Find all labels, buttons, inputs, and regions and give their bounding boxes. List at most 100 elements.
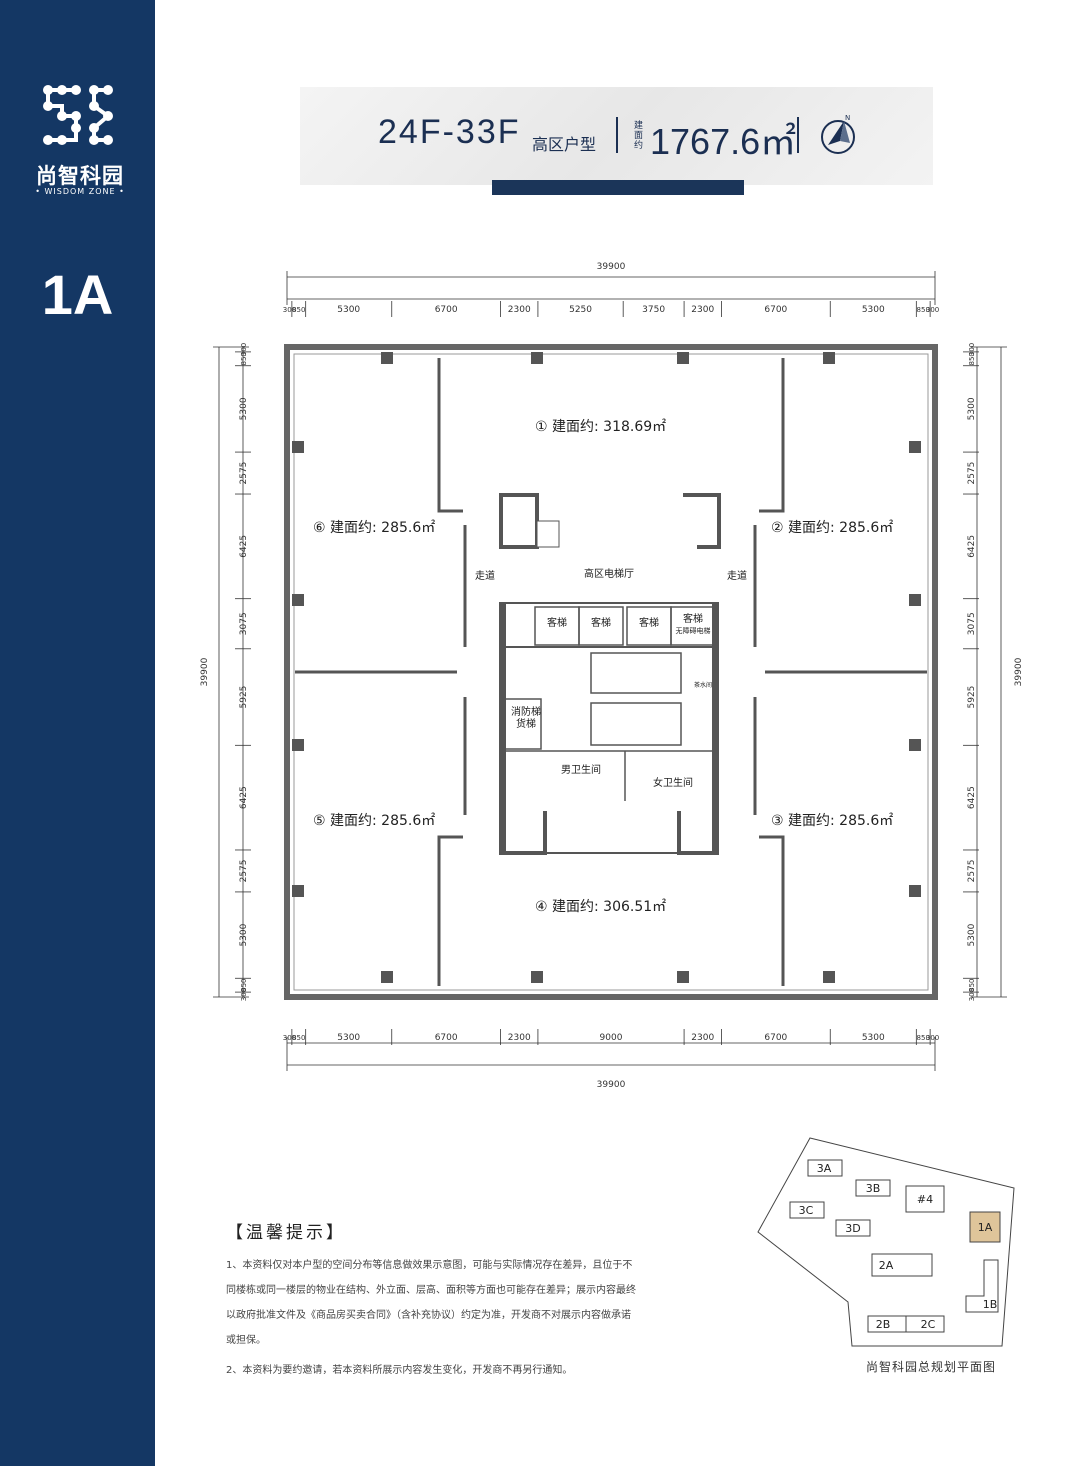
dim-bottom-0: 300 — [283, 1034, 296, 1042]
dim-right-0: 300 — [968, 343, 976, 356]
site-building-2c: 2C — [905, 1315, 945, 1333]
dim-top-7: 2300 — [691, 305, 714, 315]
compass-north-label: N — [845, 115, 850, 122]
area-label: 建面约 — [634, 121, 644, 151]
site-building-3b: 3B — [855, 1179, 891, 1197]
structural-column — [381, 352, 393, 364]
structural-column — [292, 441, 304, 453]
structural-column — [292, 739, 304, 751]
dim-top-6: 3750 — [642, 305, 665, 315]
unit-5-label: ⑤ 建面约: 285.6㎡ — [313, 813, 435, 829]
dim-right-8: 2575 — [967, 859, 977, 882]
building-code: 1A — [41, 263, 114, 326]
note-item: 1、本资料仅对本户型的空间分布等信息做效果示意图，可能与实际情况存在差异，且位于… — [226, 1260, 636, 1346]
structural-column — [292, 885, 304, 897]
womens-restroom-label: 女卫生间 — [653, 776, 693, 789]
dim-right-11: 300 — [968, 988, 976, 1001]
note-item: 2、本资料为要约邀请，若本资料所展示内容发生变化，开发商不再另行通知。 — [226, 1365, 573, 1376]
dim-top-1: 850 — [292, 306, 305, 314]
dim-left-10: 850 — [240, 979, 248, 992]
dim-right-6: 5925 — [967, 686, 977, 709]
structural-column — [823, 352, 835, 364]
dim-left-9: 5300 — [239, 923, 249, 946]
logo-mark-icon — [43, 85, 113, 145]
corridor-left-label: 走道 — [475, 569, 495, 582]
structural-column — [823, 971, 835, 983]
dim-right-10: 850 — [968, 979, 976, 992]
overall-dim-right: 39900 — [1014, 657, 1024, 686]
dim-left-8: 2575 — [239, 859, 249, 882]
dim-left-6: 5925 — [239, 686, 249, 709]
structural-column — [381, 971, 393, 983]
dim-top-4: 2300 — [508, 305, 531, 315]
elevator-1-label: 客梯 — [547, 616, 567, 629]
svg-text:3B: 3B — [866, 1182, 881, 1195]
mens-restroom-label: 男卫生间 — [561, 763, 601, 776]
site-building-2b: 2B — [867, 1315, 907, 1333]
dim-top-0: 300 — [283, 306, 296, 314]
elevator-4-label: 客梯 — [683, 612, 703, 625]
dim-right-5: 3075 — [967, 612, 977, 635]
total-area: 1767.6㎡ — [650, 121, 797, 162]
outer-wall — [284, 344, 938, 1000]
svg-text:3A: 3A — [817, 1162, 832, 1175]
unit-2-label: ② 建面约: 285.6㎡ — [771, 520, 893, 536]
fire-elevator-label: 消防梯 — [511, 705, 541, 718]
dim-right-4: 6425 — [967, 535, 977, 558]
structural-column — [531, 352, 543, 364]
banner-accent-bar — [492, 180, 744, 195]
site-plan-caption: 尚智科园总规划平面图 — [866, 1360, 997, 1374]
room-labels: 高区电梯厅 走道 走道 客梯 客梯 客梯 客梯 无障碍电梯 消防梯 货梯 男卫生… — [475, 567, 747, 789]
dim-bottom-6: 2300 — [691, 1033, 714, 1043]
unit-labels: ① 建面约: 318.69㎡ ② 建面约: 285.6㎡ ③ 建面约: 285.… — [313, 419, 893, 915]
dim-left-1: 850 — [240, 352, 248, 365]
notes-title: 【温馨提示】 — [226, 1223, 346, 1243]
freight-elevator-label: 货梯 — [516, 717, 536, 730]
structural-column — [909, 739, 921, 751]
brand-subtitle: • WISDOM ZONE • — [35, 187, 125, 196]
svg-text:2C: 2C — [921, 1318, 936, 1331]
svg-text:1A: 1A — [978, 1221, 993, 1234]
svg-text:3C: 3C — [799, 1204, 814, 1217]
svg-text:2A: 2A — [879, 1259, 894, 1272]
dim-left-3: 2575 — [239, 462, 249, 485]
overall-dim-bottom: 39900 — [597, 1080, 626, 1090]
dim-right-3: 2575 — [967, 462, 977, 485]
dim-left-11: 300 — [240, 988, 248, 1001]
corridor-right-label: 走道 — [727, 569, 747, 582]
dim-bottom-10: 300 — [926, 1034, 939, 1042]
structural-column — [677, 971, 689, 983]
partition-walls — [295, 358, 927, 986]
structural-column — [292, 594, 304, 606]
dim-bottom-7: 6700 — [764, 1033, 787, 1043]
tea-room-label: 茶水间 — [694, 681, 712, 689]
dim-bottom-1: 850 — [292, 1034, 305, 1042]
site-building-3c: 3C — [789, 1201, 825, 1219]
svg-text:1B: 1B — [983, 1298, 998, 1311]
header-banner: 24F-33F 高区户型 建面约 1767.6㎡ N — [300, 87, 933, 185]
dim-top-3: 6700 — [435, 305, 458, 315]
lobby-label: 高区电梯厅 — [584, 567, 634, 580]
dim-bottom-3: 6700 — [435, 1033, 458, 1043]
svg-text:#4: #4 — [917, 1193, 933, 1206]
structural-column — [531, 971, 543, 983]
dim-left-5: 3075 — [239, 612, 249, 635]
svg-text:3D: 3D — [845, 1222, 860, 1235]
dim-left-7: 6425 — [239, 786, 249, 809]
unit-6-label: ⑥ 建面约: 285.6㎡ — [313, 520, 435, 536]
site-plan-map: 3A 3B #4 3C 3D 1A 2A 1B 2B 2C — [752, 1132, 1020, 1352]
dim-right-1: 850 — [968, 352, 976, 365]
dim-right-9: 5300 — [967, 923, 977, 946]
elevator-2-label: 客梯 — [591, 616, 611, 629]
structural-column — [677, 352, 689, 364]
svg-text:2B: 2B — [876, 1318, 891, 1331]
dim-right-2: 5300 — [967, 397, 977, 420]
site-building-3d: 3D — [835, 1219, 871, 1237]
brand-logo: 尚智科园 • WISDOM ZONE • — [30, 84, 130, 204]
dim-top-5: 5250 — [569, 305, 592, 315]
dim-left-0: 300 — [240, 343, 248, 356]
north-compass-icon: N — [821, 115, 855, 154]
dim-bottom-9: 850 — [917, 1034, 930, 1042]
